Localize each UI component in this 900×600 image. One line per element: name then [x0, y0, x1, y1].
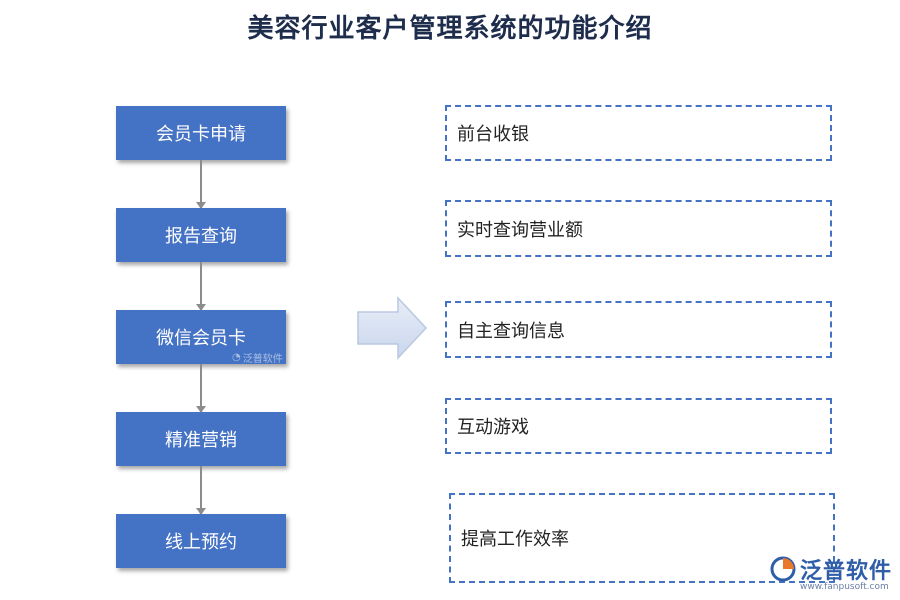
step-online-booking[interactable]: 线上预约	[116, 514, 286, 568]
step-label: 会员卡申请	[156, 124, 246, 145]
step-membership-card-apply[interactable]: 会员卡申请	[116, 106, 286, 160]
feature-interactive-games: 互动游戏	[445, 398, 832, 454]
feature-realtime-revenue-query: 实时查询营业额	[445, 200, 832, 257]
feature-label: 自主查询信息	[457, 320, 565, 342]
page-title: 美容行业客户管理系统的功能介绍	[247, 14, 653, 44]
watermark-logo-icon: ◔	[232, 352, 241, 363]
connector-arrow	[196, 160, 206, 209]
step-report-query[interactable]: 报告查询	[116, 208, 286, 262]
feature-self-service-info-query: 自主查询信息	[445, 301, 832, 358]
connector-arrow	[196, 262, 206, 311]
watermark: ◔ 泛普软件	[232, 350, 283, 365]
brand-url: www.fanpusoft.com	[800, 582, 889, 592]
step-label: 精准营销	[165, 430, 237, 451]
step-label: 微信会员卡	[156, 328, 246, 349]
step-label: 报告查询	[165, 226, 237, 247]
connector-arrow	[196, 364, 206, 413]
feature-label: 互动游戏	[457, 417, 529, 438]
brand-logo-icon	[770, 556, 796, 582]
brand-logo: 泛普软件	[770, 553, 892, 585]
step-wechat-membership-card[interactable]: 微信会员卡	[116, 310, 286, 364]
step-precision-marketing[interactable]: 精准营销	[116, 412, 286, 466]
connector-arrow	[196, 466, 206, 515]
feature-improve-efficiency: 提高工作效率	[449, 493, 835, 583]
watermark-text: 泛普软件	[242, 354, 283, 365]
step-label: 线上预约	[165, 532, 237, 553]
feature-label: 前台收银	[457, 124, 529, 145]
feature-front-desk-cashier: 前台收银	[445, 105, 832, 161]
feature-label: 提高工作效率	[461, 529, 569, 550]
brand-name: 泛普软件	[800, 559, 893, 584]
feature-label: 实时查询营业额	[457, 219, 583, 241]
right-arrow-icon	[357, 296, 428, 360]
